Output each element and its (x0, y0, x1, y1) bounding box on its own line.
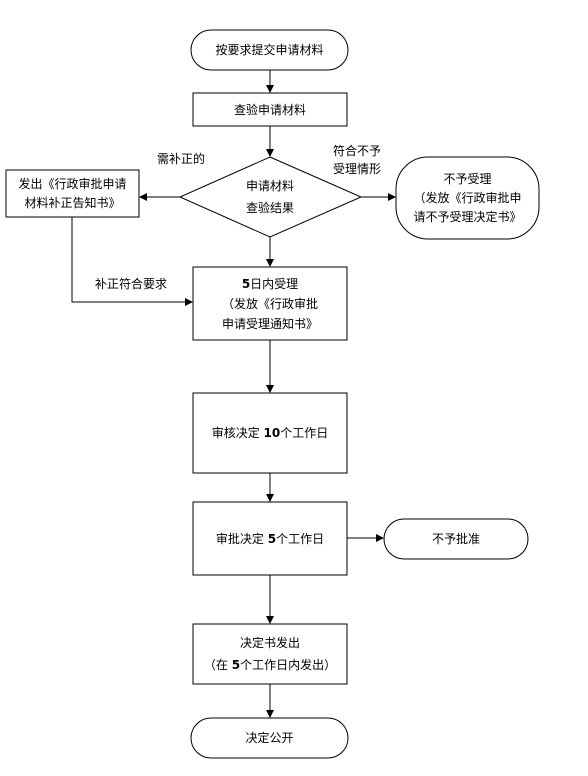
label-reject-condition: 符合不予 受理情形 (333, 142, 393, 178)
not-accepted-terminal-shape (395, 156, 540, 240)
issue-box-shape (192, 623, 348, 685)
correction-ok-text: 补正符合要求 (95, 277, 168, 291)
approve-suffix: 个工作日 (276, 531, 325, 546)
correction-notice-line2: 材料补正告知书》 (24, 195, 121, 210)
not-accepted-line1: 不予受理 (443, 171, 492, 186)
reject-condition-line2: 受理情形 (333, 162, 382, 176)
correction-notice-node: 发出《行政审批申请 材料补正告知书》 (6, 170, 139, 217)
not-approved-terminal-shape (383, 518, 529, 560)
issue-line2: （在 5个工作日内发出） (204, 654, 336, 676)
check-materials-node: 查验申请材料 (193, 93, 347, 126)
not-accepted-node: 不予受理 （发放《行政审批申 请不予受理决定书》 (396, 157, 539, 239)
approve-prefix: 审批决定 (215, 531, 268, 546)
review-text: 审核决定 10个工作日 (212, 423, 329, 443)
check-materials-text: 查验申请材料 (233, 102, 306, 117)
approve-days-number: 5 (267, 531, 277, 546)
accept-days-number: 5 (241, 276, 251, 291)
needs-correction-text: 需补正的 (157, 152, 206, 166)
not-approved-text: 不予批准 (431, 532, 480, 546)
accept-line3: 申请受理通知书》 (221, 316, 318, 331)
label-correction-ok: 补正符合要求 (95, 275, 185, 293)
issue-prefix: （在 (203, 658, 232, 672)
issue-suffix: 个工作日内发出） (240, 658, 337, 672)
approve-node: 审批决定 5个工作日 (193, 502, 347, 575)
check-materials-box-shape (192, 92, 348, 127)
accept-days-text: 日内受理 (250, 276, 299, 291)
accept-box-shape (192, 266, 348, 341)
review-prefix: 审核决定 (211, 426, 264, 440)
not-accepted-line3: 请不予受理决定书》 (413, 209, 522, 224)
label-needs-correction: 需补正的 (157, 150, 227, 168)
publish-node: 决定公开 (191, 718, 348, 758)
reject-condition-line1: 符合不予 (333, 144, 382, 158)
decision-text-line1: 申请材料 (245, 179, 294, 193)
accept-line2: （发放《行政审批 (221, 296, 318, 311)
issue-days-number: 5 (231, 658, 241, 672)
decision-text-line2: 查验结果 (245, 201, 294, 215)
arrow-correction-to-accept (71, 217, 193, 306)
publish-terminal-shape (190, 717, 349, 759)
accept-line1: 5日内受理 (242, 274, 298, 294)
not-approved-node: 不予批准 (384, 519, 528, 559)
publish-text: 决定公开 (245, 731, 294, 745)
review-box-shape (192, 392, 348, 474)
accept-node: 5日内受理 （发放《行政审批 申请受理通知书》 (193, 267, 347, 340)
review-suffix: 个工作日 (280, 426, 329, 440)
decision-node: 申请材料 查验结果 (200, 175, 340, 219)
correction-notice-line1: 发出《行政审批申请 (18, 176, 127, 191)
not-accepted-line2: （发放《行政审批申 (413, 190, 522, 205)
issue-node: 决定书发出 （在 5个工作日内发出） (193, 624, 347, 684)
approve-text: 审批决定 5个工作日 (216, 529, 324, 549)
start-node-text: 按要求提交申请材料 (215, 43, 324, 57)
review-node: 审核决定 10个工作日 (193, 393, 347, 473)
issue-line1: 决定书发出 (239, 636, 300, 650)
start-node: 按要求提交申请材料 (191, 30, 348, 70)
review-days-number: 10 (263, 426, 281, 440)
